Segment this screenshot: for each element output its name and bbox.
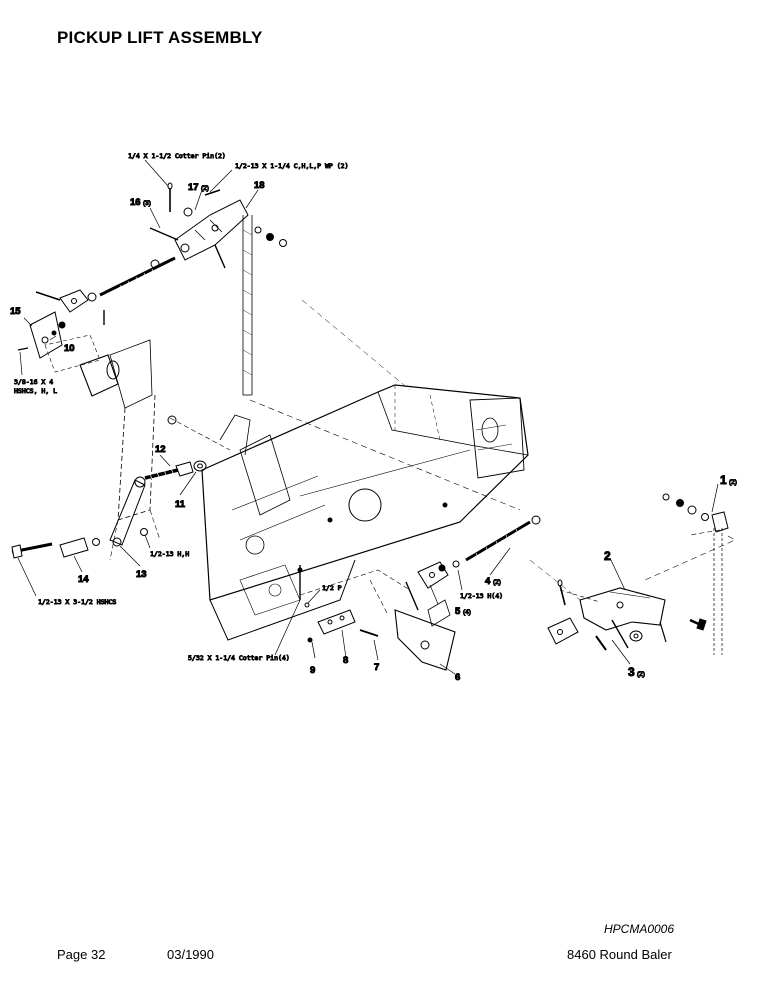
part-number-16: 16 (130, 197, 141, 208)
part-qty-1: (2) (729, 479, 737, 486)
part-number-2: 2 (604, 549, 611, 563)
right-bracket-assembly (529, 493, 736, 655)
part-qty-4: (2) (493, 579, 501, 586)
page-title: PICKUP LIFT ASSEMBLY (57, 28, 263, 47)
callout-half-p: 1/2 P (322, 584, 342, 592)
part-number-12: 12 (155, 444, 166, 455)
part-number-13: 13 (136, 569, 147, 580)
footer-page-number: Page 32 (57, 947, 106, 962)
part-number-11: 11 (175, 499, 186, 510)
part-number-17: 17 (188, 182, 199, 193)
leader-lines (17, 159, 719, 675)
callout-hshcs-3-8-type: HSHCS, H, L (14, 387, 57, 395)
callout-nut-hh: 1/2-13 H,H (150, 550, 189, 558)
part-number-1: 1 (720, 473, 727, 487)
lift-lever-13 (11, 415, 231, 559)
callout-hshcs-3-8: 3/8-16 X 4 (14, 378, 53, 386)
baler-frame (201, 299, 529, 641)
lift-rod-18 (242, 215, 253, 396)
part-number-3: 3 (628, 665, 635, 679)
part-number-18: 18 (254, 180, 265, 191)
part-number-14: 14 (78, 574, 89, 585)
callout-nut-h4: 1/2-13 H(4) (460, 592, 503, 600)
callout-cotter-pin-5-32: 5/32 X 1-1/4 Cotter Pin(4) (188, 654, 290, 662)
part-number-10: 10 (64, 343, 75, 354)
upper-clevis-assembly (35, 182, 287, 325)
part-number-5: 5 (455, 606, 461, 617)
part-number-7: 7 (374, 662, 379, 673)
left-frame-member (109, 339, 251, 561)
callout-cotter-pin-1-4: 1/4 X 1-1/2 Cotter Pin(2) (128, 152, 226, 160)
part-qty-17: (2) (201, 185, 209, 192)
document-id: HPCMA0006 (604, 922, 675, 936)
footer-model: 8460 Round Baler (567, 947, 672, 962)
center-clevis-assembly (299, 515, 541, 671)
part-qty-3: (2) (637, 671, 645, 678)
callout-bolt-wp: 1/2-13 X 1-1/4 C,H,L,P WP (2) (235, 162, 349, 170)
part-number-15: 15 (10, 306, 21, 317)
footer-date: 03/1990 (167, 947, 214, 962)
part-qty-5: (4) (463, 609, 471, 616)
callout-hshcs-1-2: 1/2-13 X 3-1/2 HSHCS (38, 598, 116, 606)
handle-bracket-15 (17, 311, 120, 397)
part-qty-16: (3) (143, 200, 151, 207)
part-number-4: 4 (485, 576, 491, 587)
part-number-6: 6 (455, 672, 460, 683)
part-number-8: 8 (343, 655, 348, 666)
part-number-9: 9 (310, 665, 315, 676)
